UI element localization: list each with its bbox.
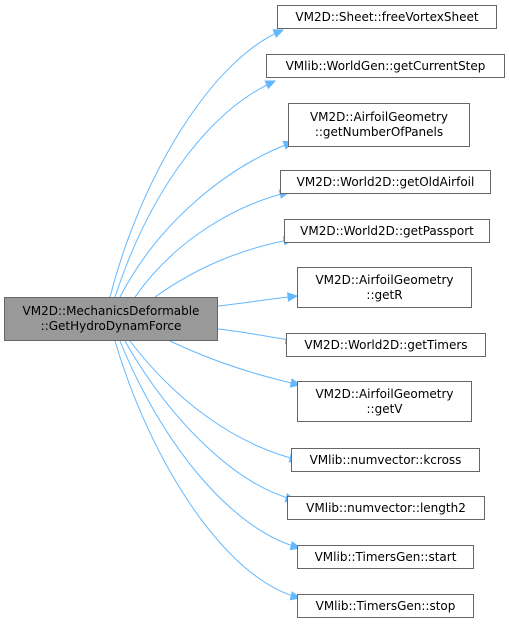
callee-label-line1: VM2D::World2D::getTimers [304,337,468,352]
callee-label-line1: VMlib::numvector::kcross [309,452,462,467]
callee-node-getR[interactable]: VM2D::AirfoilGeometry ::getR [297,267,472,308]
callee-node-getOldAirfoil[interactable]: VM2D::World2D::getOldAirfoil [280,170,491,194]
arrow-head-icon [287,292,299,302]
call-edge [217,295,298,307]
call-edge [119,340,301,549]
root-label-line2: ::GetHydroDynamForce [40,319,182,333]
call-edge [114,340,301,599]
callee-label-line1: VM2D::AirfoilGeometry [309,110,449,124]
callee-label-line2: ::getNumberOfPanels [314,125,444,139]
root-label-line1: VM2D::MechanicsDeformable [22,304,200,318]
callee-node-getCurrentStep[interactable]: VMlib::WorldGen::getCurrentStep [266,54,505,78]
callee-label-line2: ::getV [366,401,403,416]
callee-node-getNumberOfPanels[interactable]: VM2D::AirfoilGeometry ::getNumberOfPanel… [288,103,470,147]
callee-node-length2[interactable]: VMlib::numvector::length2 [287,496,485,520]
callee-node-stop[interactable]: VMlib::TimersGen::stop [297,594,474,618]
callee-label-line1: VM2D::AirfoilGeometry [315,386,454,401]
callee-label-line1: VMlib::WorldGen::getCurrentStep [285,58,486,73]
callee-node-start[interactable]: VMlib::TimersGen::start [297,545,474,569]
callee-label-line1: VMlib::TimersGen::stop [315,598,456,613]
call-edge [114,80,276,298]
callee-label-line1: VM2D::World2D::getPassport [300,223,474,238]
call-edge [217,328,296,342]
callee-node-kcross[interactable]: VMlib::numvector::kcross [291,448,480,472]
call-edge [129,340,300,461]
call-edge [154,238,294,298]
callee-label-line2: ::getR [366,287,403,302]
callee-label-line1: VM2D::AirfoilGeometry [315,272,454,287]
root-function-node: VM2D::MechanicsDeformable ::GetHydroDyna… [4,297,218,341]
callee-node-getV[interactable]: VM2D::AirfoilGeometry ::getV [297,381,472,422]
callee-label-line1: VM2D::World2D::getOldAirfoil [296,174,475,189]
call-edge [124,340,296,501]
call-edge [109,29,284,298]
call-edge [169,340,301,386]
callee-node-freeVortexSheet[interactable]: VM2D::Sheet::freeVortexSheet [277,5,497,29]
callee-node-getPassport[interactable]: VM2D::World2D::getPassport [284,219,490,243]
arrow-head-icon [264,80,277,90]
arrow-head-icon [272,29,285,39]
call-edge [134,191,290,298]
call-edge [119,141,294,298]
callee-label-line1: VM2D::Sheet::freeVortexSheet [295,9,479,24]
callee-label-line1: VMlib::TimersGen::start [314,549,457,564]
callee-label-line1: VMlib::numvector::length2 [306,500,466,515]
callee-node-getTimers[interactable]: VM2D::World2D::getTimers [286,333,486,357]
